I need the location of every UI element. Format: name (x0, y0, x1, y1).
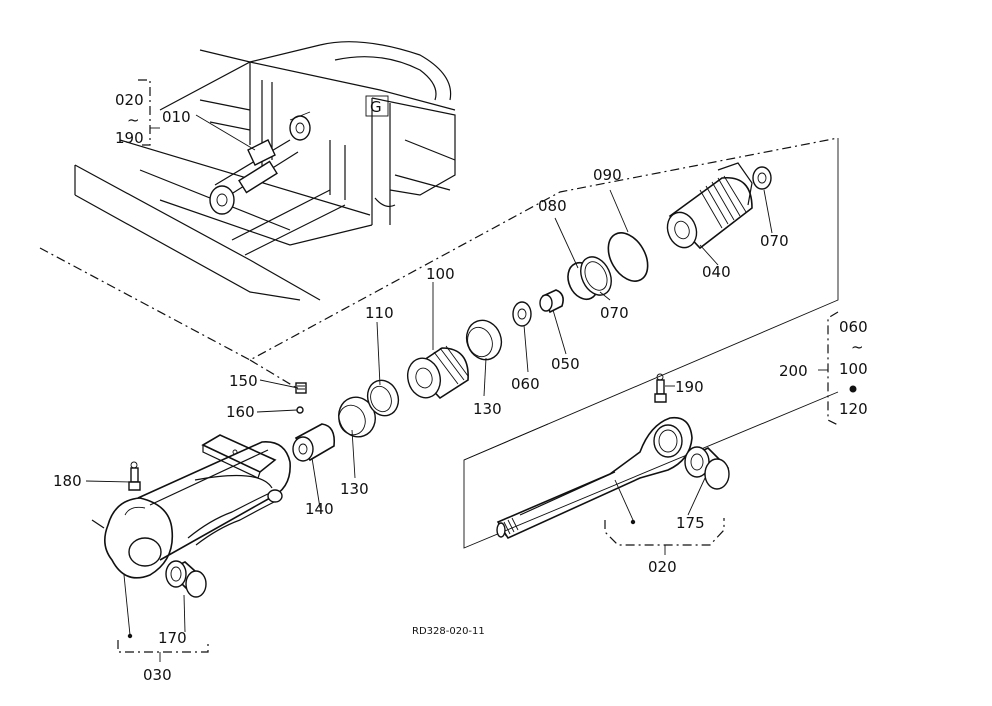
bracket-020-190 (138, 79, 151, 146)
part-160 (296, 406, 304, 414)
callout-040: 040 (702, 263, 731, 281)
callout-120: 110 (365, 304, 394, 322)
bracket-020 (117, 640, 209, 653)
centerline (39, 137, 839, 361)
part-100 (607, 232, 649, 282)
callout-090: 070 (600, 304, 629, 322)
callout-200: 200 (779, 362, 808, 380)
callout-030: 020 (648, 558, 677, 576)
callout-190-rod: 190 (675, 378, 704, 396)
callout-050: 050 (551, 355, 580, 373)
frame-letter: G (370, 98, 382, 116)
piston-rod (496, 416, 693, 540)
part-060 (512, 301, 532, 327)
bracket-030 (604, 518, 725, 546)
range-marker-1: ~ (127, 111, 140, 129)
frame-inset: G (74, 41, 456, 301)
callout-160: 160 (226, 403, 255, 421)
callout-150: 150 (229, 372, 258, 390)
part-040-gland (666, 162, 753, 250)
callout-175: 175 (676, 514, 705, 532)
leader-lines (85, 114, 773, 636)
grease-nipple-190 (654, 373, 667, 403)
callout-020-top: 020 (115, 91, 144, 109)
callout-060-set: 060 (839, 318, 868, 336)
rod-frame (463, 138, 839, 549)
callout-130-upper: 130 (473, 400, 502, 418)
part-130-upper (465, 319, 503, 361)
callout-170: 170 (158, 629, 187, 647)
callout-070: 070 (760, 232, 789, 250)
callout-140: 140 (305, 500, 334, 518)
part-140 (292, 423, 336, 462)
callout-060: 060 (511, 375, 540, 393)
part-070 (752, 166, 772, 190)
callout-020-bottom: 030 (143, 666, 172, 684)
part-175 (684, 446, 730, 490)
callout-010: 010 (162, 108, 191, 126)
callout-130-lower: 130 (340, 480, 369, 498)
part-110-piston (407, 345, 469, 400)
callout-100-set: 100 (839, 360, 868, 378)
part-050 (539, 289, 564, 314)
callout-080: 080 (538, 197, 567, 215)
callout-100: 090 (593, 166, 622, 184)
part-120-ring (366, 379, 400, 417)
drawing-code: RD328-020-11 (412, 626, 485, 637)
cylinder-body (91, 434, 291, 598)
callout-180: 180 (53, 472, 82, 490)
callout-110: 100 (426, 265, 455, 283)
callout-120-set: 120 (839, 400, 868, 418)
bracket-200 (827, 311, 839, 426)
callout-190-top: 190 (115, 129, 144, 147)
range-marker-2: ~ (851, 338, 864, 356)
part-090 (580, 256, 612, 296)
grease-nipple-180 (128, 461, 141, 491)
